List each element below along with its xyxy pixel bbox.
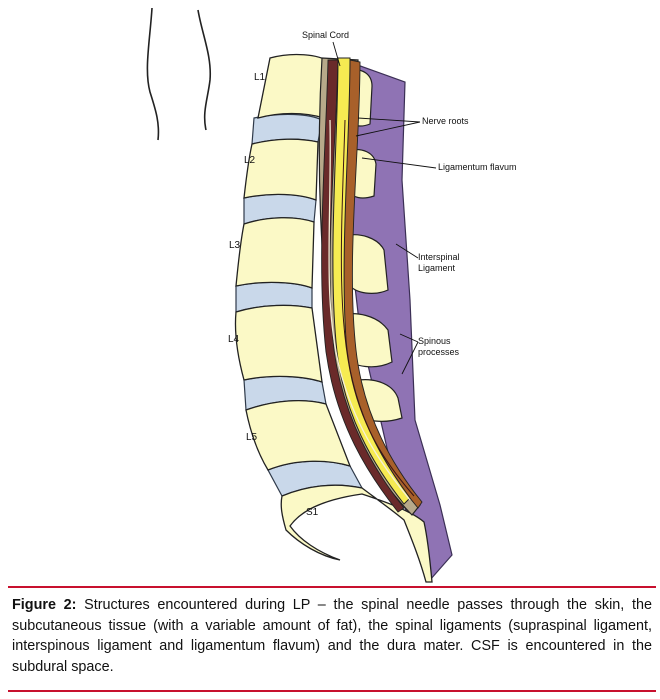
label-ligamentum-flavum: Ligamentum flavum — [438, 162, 517, 172]
vertebra-label-l3: L3 — [229, 240, 241, 251]
nerve-root-bundle — [321, 59, 405, 513]
vertebra-l3 — [235, 217, 315, 289]
label-spinous-line2: processes — [418, 347, 460, 357]
label-interspinal-line2: Ligament — [418, 263, 456, 273]
label-spinous-line1: Spinous — [418, 336, 451, 346]
caption-label: Figure 2: — [12, 597, 77, 613]
lumbar-spine-diagram: Spinal Cord Nerve roots Ligamentum flavu… — [146, 7, 517, 583]
vertebra-label-l4: L4 — [228, 334, 240, 345]
vertebra-label-l1: L1 — [254, 72, 266, 83]
vertebra-label-s1: S1 — [306, 507, 319, 518]
cauda-equina — [328, 119, 411, 501]
spinal-cord-body — [332, 57, 411, 505]
caption-top-rule — [8, 586, 656, 588]
caption-bottom-rule — [8, 690, 656, 692]
label-spinal-cord: Spinal Cord — [302, 30, 349, 40]
label-nerve-roots: Nerve roots — [422, 116, 469, 126]
spinous-l3 — [343, 234, 389, 294]
label-interspinal-line1: Interspinal — [418, 252, 460, 262]
vertebra-l1 — [257, 53, 331, 119]
back-outline — [146, 7, 212, 141]
vertebra-label-l2: L2 — [244, 155, 256, 166]
spinal-canal — [318, 57, 423, 516]
vertebra-l2 — [243, 138, 319, 201]
figure-caption: Figure 2: Structures encountered during … — [12, 595, 652, 677]
caption-text: Structures encountered during LP – the s… — [12, 597, 652, 675]
vertebra-label-l5: L5 — [246, 432, 258, 443]
leader-lines — [332, 41, 437, 375]
vertebra-l4 — [234, 304, 323, 383]
vertebral-bodies — [234, 53, 433, 583]
vertebra-l5 — [245, 399, 352, 471]
